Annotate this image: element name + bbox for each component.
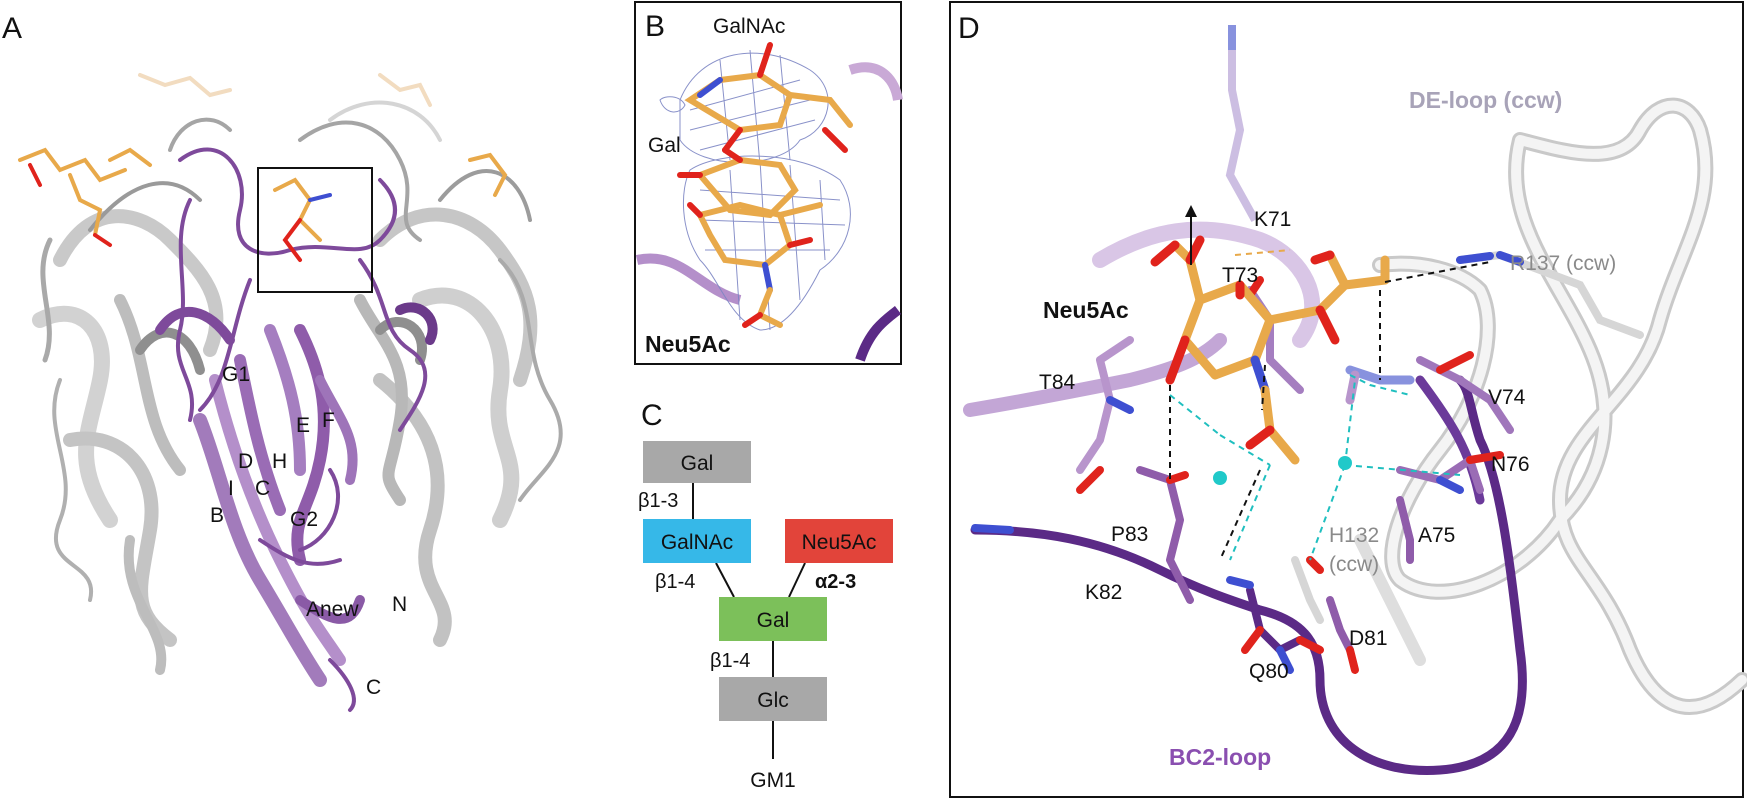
panel-c-letter: C	[641, 399, 663, 432]
link-label-a23: α2-3	[815, 571, 856, 593]
strand-label-g1: G1	[222, 363, 250, 386]
label-de-loop: DE-loop (ccw)	[1409, 87, 1562, 113]
terminus-label-n: N	[392, 593, 407, 616]
link-label-b13: β1-3	[638, 490, 678, 512]
strand-label-d: D	[238, 450, 253, 473]
panel-d: D	[949, 1, 1747, 798]
label-n76: N76	[1491, 453, 1530, 476]
strand-label-anew: Anew	[306, 598, 359, 621]
panel-a: A	[2, 12, 563, 712]
inset-box	[257, 167, 373, 293]
box-galnac	[643, 519, 751, 563]
box-gal-top-label: Gal	[681, 452, 714, 475]
strand-label-f: F	[322, 409, 335, 432]
water-1	[1213, 471, 1227, 485]
gray-protomers	[32, 100, 563, 675]
ribbon-bg-b3	[855, 306, 902, 362]
box-gal-center-label: Gal	[757, 609, 790, 632]
label-t84: T84	[1039, 371, 1076, 394]
water-2	[1338, 456, 1352, 470]
label-k71: K71	[1254, 208, 1291, 231]
orientation-arrow-head	[1185, 205, 1197, 217]
residue-sticks	[971, 276, 1514, 674]
box-glc-label: Glc	[757, 689, 789, 712]
panel-b: B	[634, 1, 903, 365]
panel-b-frame	[634, 1, 902, 365]
link-label-b14-bottom: β1-4	[710, 650, 750, 672]
strand-label-g2: G2	[290, 508, 318, 531]
strand-label-e: E	[296, 414, 310, 437]
label-gm1: GM1	[750, 769, 796, 792]
strand-label-h: H	[272, 450, 287, 473]
strand-label-b: B	[210, 504, 224, 527]
k71-sticks	[1225, 25, 1259, 222]
terminus-label-c: C	[366, 676, 381, 699]
panel-a-letter: A	[2, 12, 22, 45]
r137-sticks	[1456, 250, 1644, 339]
purple-protomer	[155, 147, 438, 712]
label-bc2-loop: BC2-loop	[1169, 744, 1271, 770]
de-loop-tube	[1354, 97, 1747, 715]
label-h132: H132	[1329, 524, 1379, 547]
box-neu5ac	[785, 519, 893, 563]
ligand-sticks-b	[677, 42, 853, 328]
label-galnac-b: GalNAc	[713, 15, 785, 38]
ribbon-bg-b2	[848, 62, 903, 102]
box-gal-center	[719, 597, 827, 641]
label-a75: A75	[1418, 524, 1455, 547]
label-t73: T73	[1222, 264, 1258, 287]
hbonds	[1169, 249, 1491, 561]
label-d81: D81	[1349, 627, 1388, 650]
box-galnac-label: GalNAc	[661, 531, 733, 554]
label-gal-b: Gal	[648, 134, 681, 157]
label-neu5ac-d: Neu5Ac	[1043, 297, 1129, 323]
strand-label-i: I	[228, 477, 234, 500]
label-v74: V74	[1488, 386, 1526, 409]
ligand-sticks-a	[18, 73, 508, 262]
panel-c: C Gal GalNAc Neu5Ac Gal Glc β1-3 β1-4 α2…	[638, 399, 893, 792]
ribbon-bg-b	[635, 253, 742, 305]
label-h132-ccw: (ccw)	[1329, 553, 1379, 576]
box-gal-top	[643, 441, 751, 483]
density-mesh	[659, 49, 851, 331]
strand-label-c: C	[255, 477, 270, 500]
panel-d-letter: D	[958, 12, 980, 45]
backbone-faded	[1092, 221, 1321, 348]
label-r137: R137 (ccw)	[1510, 252, 1616, 275]
label-neu5ac-b: Neu5Ac	[645, 331, 731, 357]
panel-b-letter: B	[645, 10, 665, 43]
label-k82: K82	[1085, 581, 1122, 604]
label-p83: P83	[1111, 523, 1148, 546]
glycan-bonds	[692, 483, 806, 759]
box-glc	[719, 677, 827, 721]
link-label-b14-left: β1-4	[655, 571, 695, 593]
label-q80: Q80	[1249, 660, 1289, 683]
box-neu5ac-label: Neu5Ac	[802, 531, 877, 554]
